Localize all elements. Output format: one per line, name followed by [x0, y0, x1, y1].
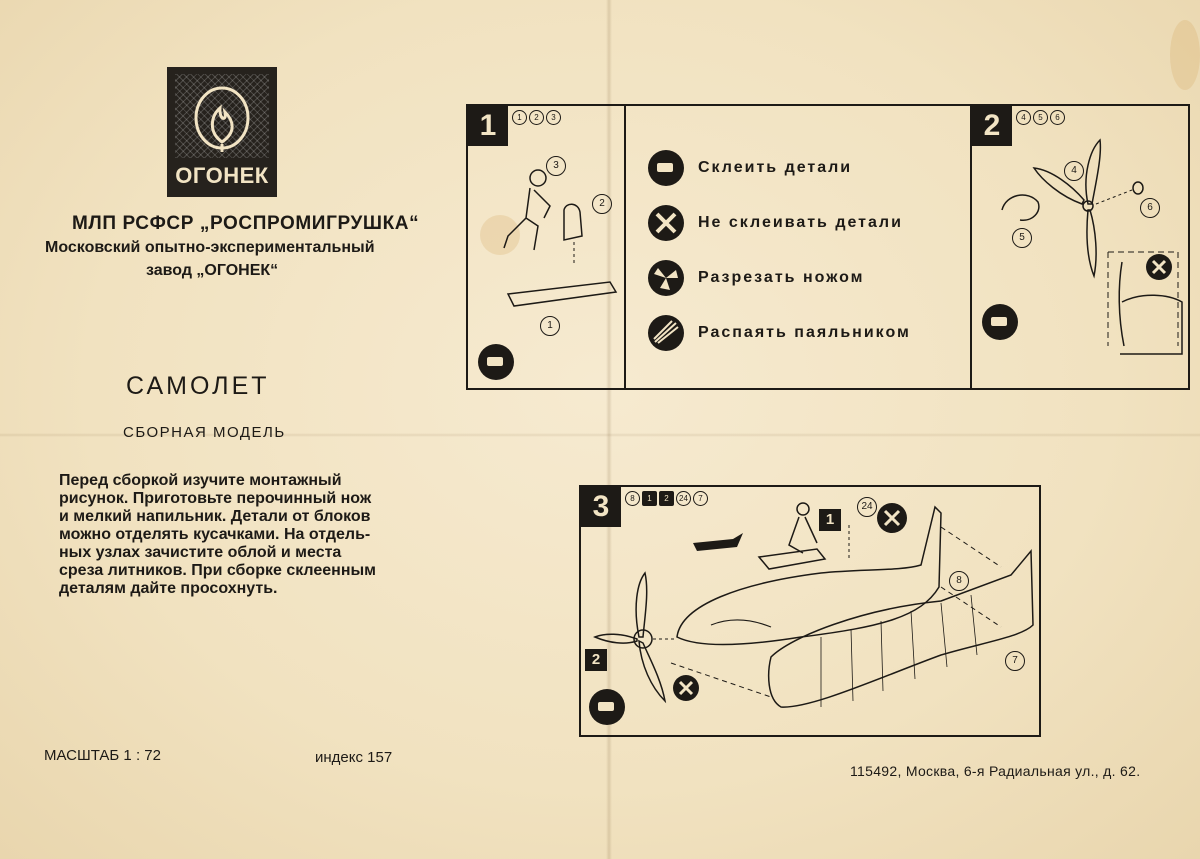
paper-stain: [1170, 20, 1200, 90]
factory-name-line2: завод „ОГОНЕК“: [146, 262, 279, 279]
flame-icon: [194, 86, 250, 152]
part-number: 3: [546, 110, 561, 125]
legend-item-solder: Распаять паяльником: [648, 315, 911, 351]
legend-label: Не склеивать детали: [698, 214, 903, 231]
step-parts: 4 5 6: [1016, 110, 1065, 125]
callout: 4: [1064, 161, 1084, 181]
soldering-iron-icon: [648, 315, 684, 351]
intro-line: среза литников. При сборке склеенным: [59, 562, 376, 579]
glue-tube-icon: [589, 689, 625, 725]
callout: 8: [949, 571, 969, 591]
page-subtitle: СБОРНАЯ МОДЕЛЬ: [123, 424, 286, 441]
glue-tube-icon: [648, 150, 684, 186]
callout: 2: [592, 194, 612, 214]
propeller-drawing: [1001, 138, 1183, 355]
part-number: 1: [642, 491, 657, 506]
intro-line: можно отделять кусачками. На отдель-: [59, 526, 371, 543]
no-glue-icon: [673, 675, 699, 701]
part-number: 2: [659, 491, 674, 506]
step-reference-label: 1: [819, 509, 841, 531]
part-number: 6: [1050, 110, 1065, 125]
logo-pattern: [175, 74, 269, 158]
logo-text: ОГОНЕК: [175, 163, 269, 188]
organization-name: МЛП РСФСР „РОСПРОМИГРУШКА“: [72, 213, 420, 234]
callout: 3: [546, 156, 566, 176]
pilot-seat-drawing: [503, 169, 618, 307]
intro-line: Перед сборкой изучите монтажный: [59, 472, 342, 489]
legend-panel: Склеить детали Не склеивать детали Разре…: [624, 104, 972, 390]
legend-item-no-glue: Не склеивать детали: [648, 205, 903, 241]
callout: 24: [857, 497, 877, 517]
legend-label: Склеить детали: [698, 159, 853, 176]
part-number: 2: [529, 110, 544, 125]
legend-label: Распаять паяльником: [698, 324, 911, 341]
intro-line: и мелкий напильник. Детали от блоков: [59, 508, 371, 525]
knife-cut-icon: [648, 260, 684, 296]
scale-label: МАСШТАБ 1 : 72: [44, 747, 161, 764]
intro-line: деталям дайте просохнуть.: [59, 580, 278, 597]
intro-line: рисунок. Приготовьте перочинный нож: [59, 490, 372, 507]
intro-line: ных узлах зачистите облой и места: [59, 544, 342, 561]
horizontal-fold: [0, 433, 1200, 437]
intro-paragraph: Перед сборкой изучите монтажный рисунок.…: [59, 472, 407, 598]
step-number: 3: [581, 487, 621, 527]
factory-address: 115492, Москва, 6-я Радиальная ул., д. 6…: [850, 763, 1141, 779]
part-number: 5: [1033, 110, 1048, 125]
legend-label: Разрезать ножом: [698, 269, 865, 286]
glue-tube-icon: [982, 304, 1018, 340]
ogonek-logo: ОГОНЕК: [167, 67, 277, 197]
part-number: 1: [512, 110, 527, 125]
no-glue-icon: [1146, 254, 1172, 280]
part-number: 8: [625, 491, 640, 506]
step-parts: 1 2 3: [512, 110, 561, 125]
step-reference-label: 2: [585, 649, 607, 671]
paper-stain: [480, 215, 520, 255]
part-number: 7: [693, 491, 708, 506]
step-number: 2: [972, 106, 1012, 146]
step-1-panel: 1 1 2 3 3 2 1: [466, 104, 626, 390]
callout: 7: [1005, 651, 1025, 671]
legend-item-cut: Разрезать ножом: [648, 260, 865, 296]
glue-tube-icon: [478, 344, 514, 380]
no-glue-icon: [877, 503, 907, 533]
callout: 1: [540, 316, 560, 336]
page-title: САМОЛЕТ: [126, 372, 270, 400]
center-fold: [606, 0, 612, 859]
factory-name-line1: Московский опытно-экспериментальный: [45, 239, 375, 256]
step-number: 1: [468, 106, 508, 146]
step-3-panel: 3 8 1 2 24 7 24 8 7 1 2: [579, 485, 1041, 737]
callout: 6: [1140, 198, 1160, 218]
no-glue-icon: [648, 205, 684, 241]
step-2-panel: 2 4 5 6 4 5 6: [970, 104, 1190, 390]
part-number: 4: [1016, 110, 1031, 125]
part-number: 24: [676, 491, 691, 506]
step-parts: 8 1 2 24 7: [625, 491, 708, 506]
index-label: индекс 157: [315, 749, 393, 766]
airplane-assembly-drawing: [593, 502, 1034, 708]
legend-item-glue: Склеить детали: [648, 150, 852, 186]
callout: 5: [1012, 228, 1032, 248]
